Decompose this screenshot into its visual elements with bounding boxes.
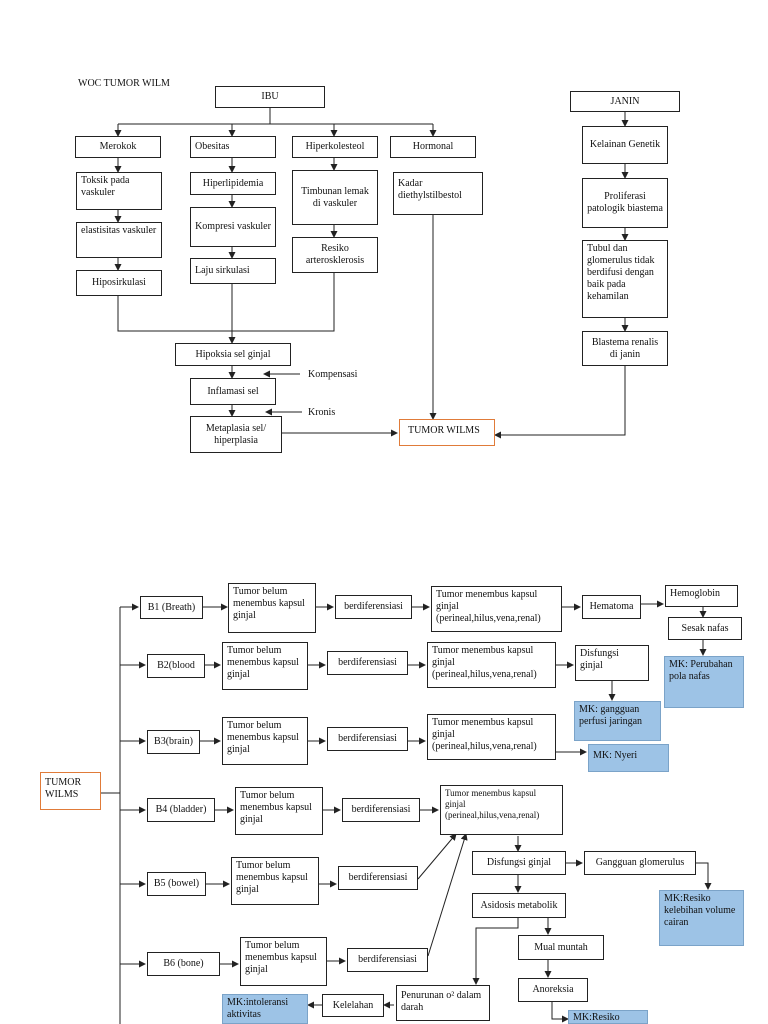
node-b6: B6 (bone) [147,952,220,976]
node-hipoksia: Hipoksia sel ginjal [175,343,291,366]
node-hormonal: Hormonal [390,136,476,158]
node-disfungsi-ginjal-b2: Disfungsi ginjal [575,645,649,681]
label-kompensasi: Kompensasi [308,369,358,380]
node-b2: B2(blood [147,654,205,678]
node-b5-berdiferensiasi: berdiferensiasi [338,866,418,890]
node-toksik: Toksik pada vaskuler [76,172,162,210]
node-ibu: IBU [215,86,325,108]
node-b2-tumor-menembus: Tumor menembus kapsul ginjal (perineal,h… [427,642,556,688]
node-b3-tumor-belum: Tumor belum menembus kapsul ginjal [222,717,308,765]
node-tubul: Tubul dan glomerulus tidak berdifusi den… [582,240,668,318]
node-gangguan-glomerulus: Gangguan glomerulus [584,851,696,875]
node-b3: B3(brain) [147,730,200,754]
node-janin: JANIN [570,91,680,112]
node-mk-nyeri: MK: Nyeri [588,744,669,772]
node-kelainan: Kelainan Genetik [582,126,668,164]
node-b1-tumor-menembus: Tumor menembus kapsul ginjal (perineal,h… [431,586,562,632]
node-merokok: Merokok [75,136,161,158]
node-mk-intoleransi: MK:intoleransi aktivitas [222,994,308,1024]
node-proliferasi: Proliferasi patologik biastema [582,178,668,228]
node-b3-tumor-menembus: Tumor menembus kapsul ginjal (perineal,h… [427,714,556,760]
node-resiko-arterosklerosis: Resiko arterosklerosis [292,237,378,273]
node-mk-perfusi: MK: gangguan perfusi jaringan [574,701,661,741]
node-b6-berdiferensiasi: berdiferensiasi [347,948,428,972]
node-laju-sirkulasi: Laju sirkulasi [190,258,276,284]
node-disfungsi-ginjal: Disfungsi ginjal [472,851,566,875]
node-b4-berdiferensiasi: berdiferensiasi [342,798,420,822]
node-kelelahan: Kelelahan [322,994,384,1017]
node-tumor-wilms-bottom: TUMOR WILMS [40,772,101,810]
node-b6-tumor-belum: Tumor belum menembus kapsul ginjal [240,937,327,986]
node-mk-pola-nafas: MK: Perubahan pola nafas [664,656,744,708]
node-b4-tumor-menembus: Tumor menembus kapsul ginjal (perineal,h… [440,785,563,835]
node-b5: B5 (bowel) [147,872,206,896]
node-kompresi: Kompresi vaskuler [190,207,276,247]
node-blastema: Blastema renalis di janin [582,331,668,366]
node-metaplasia: Metaplasia sel/ hiperplasia [190,416,282,453]
node-hemoglobin: Hemoglobin [665,585,738,607]
node-b1: B1 (Breath) [140,596,203,619]
node-b4-tumor-belum: Tumor belum menembus kapsul ginjal [235,787,323,835]
node-b4: B4 (bladder) [147,798,215,822]
diagram-title: WOC TUMOR WILM [78,78,170,89]
node-obesitas: Obesitas [190,136,276,158]
node-b2-tumor-belum: Tumor belum menembus kapsul ginjal [222,642,308,690]
node-hiposirkulasi: Hiposirkulasi [76,270,162,296]
node-sesak-nafas: Sesak nafas [668,617,742,640]
node-b3-berdiferensiasi: berdiferensiasi [327,727,408,751]
node-hiperlipidemia: Hiperlipidemia [190,172,276,195]
node-elastisitas: elastisitas vaskuler [76,222,162,258]
node-b1-berdiferensiasi: berdiferensiasi [335,595,412,619]
label-kronis: Kronis [308,407,336,418]
node-asidosis: Asidosis metabolik [472,893,566,918]
node-b1-tumor-belum: Tumor belum menembus kapsul ginjal [228,583,316,633]
node-tumor-wilms-top: TUMOR WILMS [399,419,495,446]
node-hiperkolesteol: Hiperkolesteol [292,136,378,158]
node-mk-resiko: MK:Resiko [568,1010,648,1024]
node-penurunan-o2: Penurunan o² dalam darah [396,985,490,1021]
node-hematoma: Hematoma [582,595,641,619]
node-mual-muntah: Mual muntah [518,935,604,960]
node-kadar: Kadar diethylstilbestol [393,172,483,215]
node-anoreksia: Anoreksia [518,978,588,1002]
node-mk-volume-cairan: MK:Resiko kelebihan volume cairan [659,890,744,946]
node-inflamasi: Inflamasi sel [190,378,276,405]
node-b5-tumor-belum: Tumor belum menembus kapsul ginjal [231,857,319,905]
node-b2-berdiferensiasi: berdiferensiasi [327,651,408,675]
node-timbunan: Timbunan lemak di vaskuler [292,170,378,225]
